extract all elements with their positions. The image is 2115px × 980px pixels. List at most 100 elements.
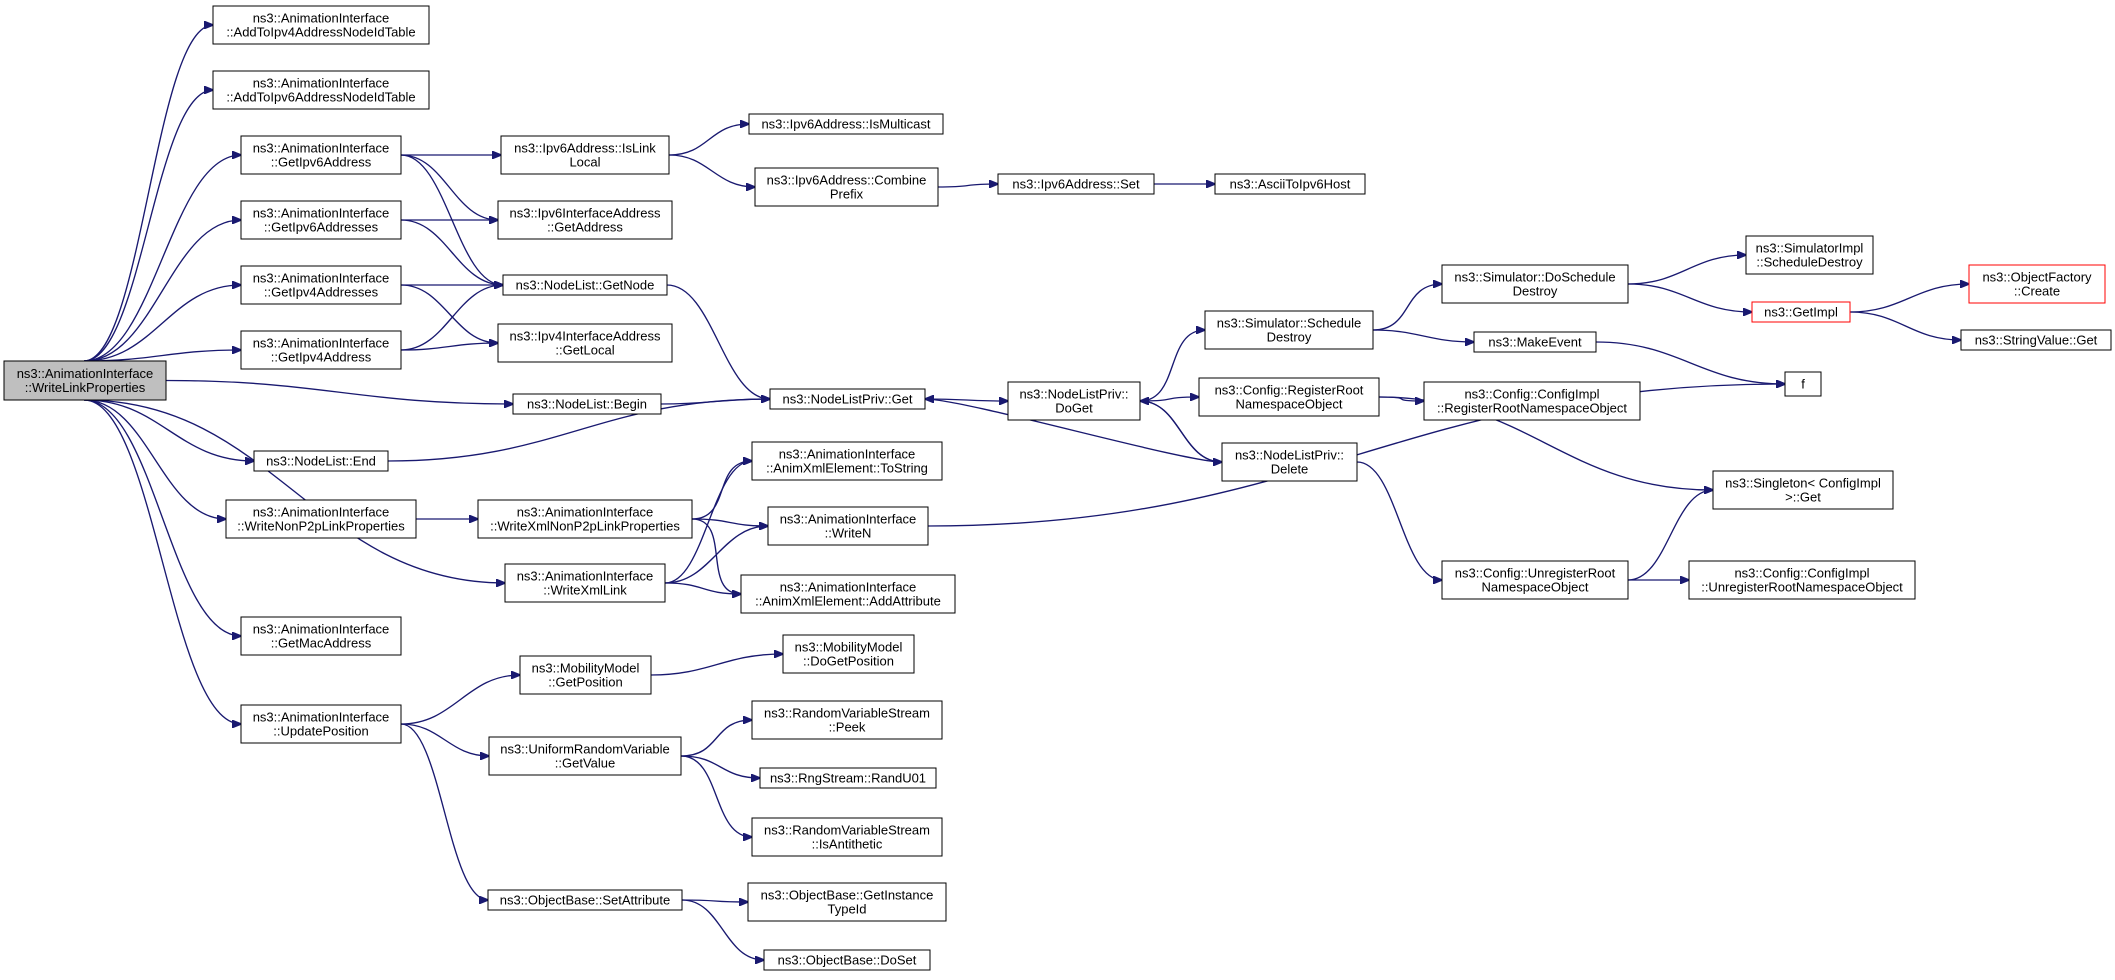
node-writeXmlNonP2p[interactable]: ns3::AnimationInterface::WriteXmlNonP2pL… (477, 499, 693, 539)
node-stringValueGet[interactable]: ns3::StringValue::Get (1960, 329, 2112, 351)
edge-updatePos-to-mmGetPos (400, 675, 520, 725)
edge-line (83, 220, 241, 362)
node-box (477, 499, 693, 539)
node-getIpv6Addr[interactable]: ns3::AnimationInterface::GetIpv6Address (240, 135, 402, 175)
node-box (487, 889, 683, 911)
edge-line (691, 518, 768, 526)
node-label-line: ::Peek (829, 720, 866, 735)
node-cfgRegRoot[interactable]: ns3::Config::RegisterRootNamespaceObject (1198, 377, 1380, 417)
node-nlpDoGet[interactable]: ns3::NodeListPriv::DoGet (1007, 381, 1141, 421)
node-getMac[interactable]: ns3::AnimationInterface::GetMacAddress (240, 616, 402, 656)
node-nlEnd[interactable]: ns3::NodeList::End (253, 450, 389, 472)
node-box (1214, 173, 1366, 195)
node-getImpl[interactable]: ns3::GetImpl (1751, 301, 1851, 323)
node-obSetAttr[interactable]: ns3::ObjectBase::SetAttribute (487, 889, 683, 911)
node-label-line: ::GetLocal (555, 343, 614, 358)
node-ipv6Set[interactable]: ns3::Ipv6Address::Set (997, 173, 1155, 195)
edge-line (680, 720, 752, 757)
node-makeEvent[interactable]: ns3::MakeEvent (1473, 331, 1597, 353)
node-nlpGet[interactable]: ns3::NodeListPriv::Get (769, 388, 926, 410)
nodes-layer: ns3::AnimationInterface::WriteLinkProper… (3, 5, 2112, 971)
edge-root-to-getIpv6Addr (83, 155, 241, 362)
edge-root-to-getIpv6Addrs (83, 220, 241, 362)
node-label-line: ::GetValue (555, 756, 615, 771)
node-updatePos[interactable]: ns3::AnimationInterface::UpdatePosition (240, 704, 402, 744)
node-simSchedDestroy[interactable]: ns3::Simulator::ScheduleDestroy (1204, 310, 1374, 350)
node-toString[interactable]: ns3::AnimationInterface::AnimXmlElement:… (751, 441, 943, 481)
node-asciiToIpv6[interactable]: ns3::AsciiToIpv6Host (1214, 173, 1366, 195)
node-writeNonP2p[interactable]: ns3::AnimationInterface::WriteNonP2pLink… (225, 499, 417, 539)
node-getNode[interactable]: ns3::NodeList::GetNode (502, 274, 668, 296)
node-isAntithetic[interactable]: ns3::RandomVariableStream::IsAntithetic (751, 817, 943, 857)
node-label-line: ns3::AnimationInterface (517, 505, 654, 520)
node-box (997, 173, 1155, 195)
node-label-line: ns3::Singleton< ConfigImpl (1725, 476, 1881, 491)
node-mmDoGetPos[interactable]: ns3::MobilityModel::DoGetPosition (782, 634, 915, 674)
node-writeN[interactable]: ns3::AnimationInterface::WriteN (767, 506, 929, 546)
edge-line (668, 154, 755, 187)
node-rvsPeek[interactable]: ns3::RandomVariableStream::Peek (751, 700, 943, 740)
node-nlBegin[interactable]: ns3::NodeList::Begin (512, 393, 662, 415)
node-addIpv6[interactable]: ns3::AnimationInterface::AddToIpv6Addres… (212, 70, 430, 110)
node-label-line: ns3::Config::ConfigImpl (1734, 566, 1869, 581)
edge-root-to-updatePos (83, 399, 241, 724)
node-fNode[interactable]: f (1784, 371, 1822, 397)
node-root[interactable]: ns3::AnimationInterface::WriteLinkProper… (3, 360, 167, 401)
node-addAttribute[interactable]: ns3::AnimationInterface::AnimXmlElement:… (740, 574, 956, 614)
node-box (504, 563, 666, 603)
node-addIpv4[interactable]: ns3::AnimationInterface::AddToIpv4Addres… (212, 5, 430, 45)
node-label-line: ::Create (2014, 284, 2060, 299)
node-getIpv4Addrs[interactable]: ns3::AnimationInterface::GetIpv4Addresse… (240, 265, 402, 305)
node-box (747, 882, 947, 922)
node-label-line: ns3::NodeList::End (266, 454, 376, 469)
node-ipv6IfGetAddr[interactable]: ns3::Ipv6InterfaceAddress::GetAddress (497, 200, 673, 240)
edge-updatePos-to-obSetAttr (400, 723, 488, 900)
node-label-line: ns3::StringValue::Get (1975, 333, 2098, 348)
node-getIpv4Addr[interactable]: ns3::AnimationInterface::GetIpv4Address (240, 330, 402, 370)
node-urvGetValue[interactable]: ns3::UniformRandomVariable::GetValue (488, 736, 682, 776)
edge-combinePrefix-to-ipv6Set (937, 184, 998, 187)
node-writeXmlLink[interactable]: ns3::AnimationInterface::WriteXmlLink (504, 563, 666, 603)
node-nlpDelete[interactable]: ns3::NodeListPriv::Delete (1221, 442, 1358, 482)
node-box (1198, 377, 1380, 417)
node-cfgImplUnreg[interactable]: ns3::Config::ConfigImpl::UnregisterRootN… (1688, 560, 1916, 600)
node-mmGetPos[interactable]: ns3::MobilityModel::GetPosition (519, 655, 652, 695)
node-label-line: ns3::Simulator::Schedule (1217, 316, 1362, 331)
node-label-line: ::GetPosition (548, 675, 622, 690)
node-label-line: ns3::AsciiToIpv6Host (1230, 177, 1351, 192)
node-getIpv6Addrs[interactable]: ns3::AnimationInterface::GetIpv6Addresse… (240, 200, 402, 240)
node-cfgUnregRoot[interactable]: ns3::Config::UnregisterRootNamespaceObje… (1441, 560, 1629, 600)
node-label-line: Destroy (1513, 284, 1558, 299)
node-label-line: NamespaceObject (1482, 580, 1589, 595)
node-box (1688, 560, 1916, 600)
edge-line (400, 723, 489, 756)
edge-root-to-nlEnd (83, 399, 254, 461)
node-box (512, 393, 662, 415)
node-objFactoryCreate[interactable]: ns3::ObjectFactory::Create (1968, 264, 2106, 304)
edge-getNode-to-nlpGet (666, 284, 770, 399)
node-box (212, 5, 430, 45)
node-simImplSchedDestroy[interactable]: ns3::SimulatorImpl::ScheduleDestroy (1745, 235, 1874, 275)
node-randU01[interactable]: ns3::RngStream::RandU01 (759, 767, 937, 789)
node-label-line: ::WriteXmlLink (543, 583, 627, 598)
node-label-line: ::WriteXmlNonP2pLinkProperties (490, 519, 680, 534)
edge-line (664, 582, 741, 594)
node-label-line: ns3::ObjectFactory (1982, 270, 2092, 285)
node-ipv4IfGetLocal[interactable]: ns3::Ipv4InterfaceAddress::GetLocal (497, 323, 673, 363)
edge-line (400, 219, 503, 285)
node-singletonGet[interactable]: ns3::Singleton< ConfigImpl >::Get (1712, 470, 1894, 510)
node-box (1441, 264, 1629, 304)
edge-root-to-getIpv4Addrs (83, 285, 241, 362)
edge-simDoSchedDestroy-to-simImplSchedDestroy (1627, 255, 1746, 285)
edge-line (400, 285, 503, 351)
node-doSet[interactable]: ns3::ObjectBase::DoSet (763, 949, 931, 971)
node-isMulticast[interactable]: ns3::Ipv6Address::IsMulticast (748, 113, 944, 135)
node-box (769, 388, 926, 410)
node-cfgImplReg[interactable]: ns3::Config::ConfigImpl::RegisterRootNam… (1423, 381, 1641, 421)
node-label-line: ns3::NodeListPriv::Get (782, 392, 912, 407)
